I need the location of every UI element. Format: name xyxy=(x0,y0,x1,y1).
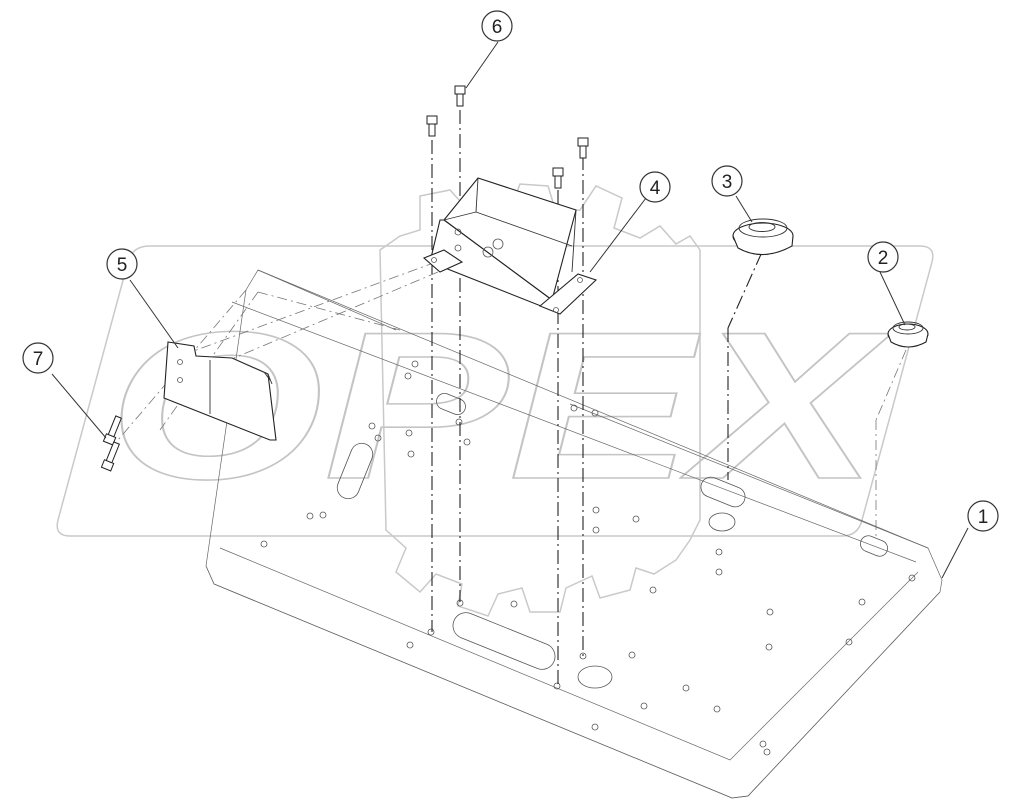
vertical-bolts xyxy=(426,85,589,189)
callout-4-label: 4 xyxy=(650,178,661,199)
bracket-hole xyxy=(553,307,559,313)
base-plate-inner-ridge xyxy=(219,301,919,761)
plate-hole xyxy=(577,665,613,689)
bracket-box-flange-left xyxy=(422,249,464,273)
callout-3-label: 3 xyxy=(722,172,733,193)
callout-1-label: 1 xyxy=(978,507,989,528)
callout-2-label: 2 xyxy=(878,248,889,269)
callout-5-label: 5 xyxy=(117,255,128,276)
small-grommet xyxy=(887,321,929,348)
callout-1: 1 xyxy=(967,500,999,532)
bracket-box xyxy=(422,177,598,315)
callout-7-label: 7 xyxy=(33,349,44,370)
callout-4: 4 xyxy=(639,171,671,203)
plate-small-holes xyxy=(260,360,916,756)
base-plate-back-edge xyxy=(257,269,929,549)
bolt xyxy=(577,137,589,159)
base-plate-edge xyxy=(205,565,941,799)
large-grommet xyxy=(732,218,794,256)
angled-bolts xyxy=(100,415,122,472)
bracket-box-flange-right xyxy=(538,273,598,315)
bolt xyxy=(454,85,466,107)
plate-slot xyxy=(336,442,374,500)
plate-slot xyxy=(436,392,466,416)
callout-7: 7 xyxy=(22,342,54,374)
leader-lines xyxy=(51,41,969,579)
callout-3: 3 xyxy=(711,165,743,197)
bracket-hole xyxy=(431,257,437,263)
plate-slot xyxy=(860,535,888,557)
bracket-hole xyxy=(492,238,504,250)
plate-slot xyxy=(452,612,556,670)
bracket-hole xyxy=(577,277,583,283)
assembly-lines xyxy=(117,110,907,686)
callout-5: 5 xyxy=(106,248,138,280)
bracket-hole xyxy=(454,244,462,252)
bracket-hole xyxy=(482,246,494,258)
bolt xyxy=(100,441,120,472)
callout-6: 6 xyxy=(481,10,513,42)
bolt xyxy=(552,167,564,189)
bracket-box-front xyxy=(429,219,553,309)
base-plate xyxy=(205,269,943,799)
bolt xyxy=(426,115,438,137)
cover-plate xyxy=(163,341,277,441)
callout-6-label: 6 xyxy=(492,17,503,38)
plate-hole xyxy=(708,512,736,532)
callout-2: 2 xyxy=(867,241,899,273)
plate-slot xyxy=(700,476,746,508)
bracket-hole xyxy=(454,228,462,236)
bolt xyxy=(102,415,122,446)
